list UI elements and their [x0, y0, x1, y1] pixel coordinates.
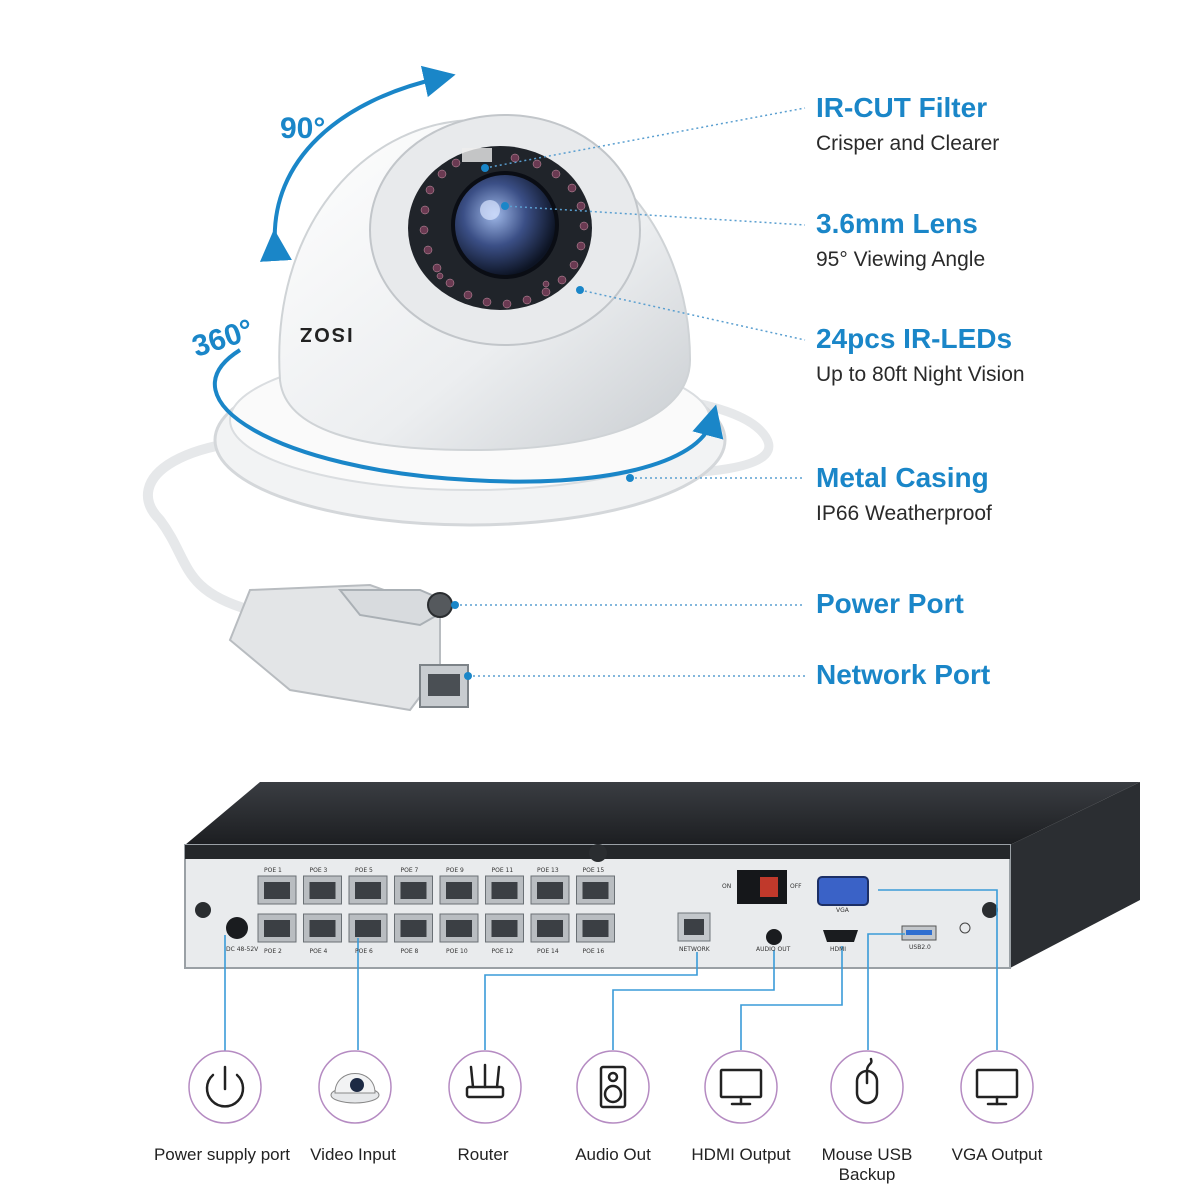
power-icon: [188, 1050, 262, 1124]
feature-title: Network Port: [816, 659, 991, 690]
poe-port-label: POE 4: [309, 948, 328, 955]
vga-label: VGA: [836, 907, 849, 914]
nvr-back-panel: [184, 844, 1011, 969]
poe-port: [439, 913, 479, 943]
port-label-router: Router: [457, 1145, 509, 1164]
poe-port: [576, 875, 615, 905]
dc-power-jack: [226, 917, 248, 939]
nvr-top-cover: [185, 782, 1140, 845]
feature-ir-leds: 24pcs IR-LEDs Up to 80ft Night Vision: [816, 323, 1025, 387]
port-connectors: [224, 889, 998, 1085]
router-icon: [448, 1050, 522, 1124]
poe-port-label: POE 16: [582, 948, 605, 955]
vga-port: [817, 876, 869, 906]
switch-off-label: OFF: [790, 883, 802, 890]
camera-lens: [451, 171, 559, 279]
dome-camera: [143, 65, 774, 712]
poe-port: [303, 875, 342, 905]
port-label-hdmi: HDMI Output: [691, 1145, 791, 1164]
poe-port-label: POE 1: [264, 867, 282, 874]
feature-lens: 3.6mm Lens 95° Viewing Angle: [816, 208, 985, 272]
poe-port-label: POE 12: [491, 948, 514, 955]
network-port-label: NETWORK: [679, 946, 710, 953]
poe-port-label: POE 8: [400, 948, 419, 955]
poe-port-label: POE 14: [537, 948, 559, 955]
poe-port: [348, 875, 388, 905]
switch-on-label: ON: [722, 883, 732, 890]
feature-title: Power Port: [816, 588, 964, 619]
camera-brand-logo: ISOZ: [298, 323, 353, 345]
poe-port-label: POE 10: [446, 948, 468, 955]
poe-port: [303, 913, 342, 943]
dc-input-label: DC 48-52V: [226, 946, 259, 953]
dome-camera-icon: [318, 1050, 392, 1124]
nvr-recorder: [184, 782, 1140, 969]
cable-connectors: [228, 583, 469, 712]
monitor-icon: [960, 1050, 1034, 1124]
feature-title: Metal Casing: [816, 462, 989, 493]
poe-port-label: POE 6: [355, 948, 373, 955]
poe-port: [394, 875, 433, 905]
poe-port-label: POE 9: [446, 867, 464, 874]
feature-title: 3.6mm Lens: [816, 208, 978, 239]
port-label-mouse: Mouse USB Backup: [821, 1145, 913, 1184]
poe-port: [485, 913, 524, 943]
audio-jack: [766, 929, 782, 945]
poe-port-label: POE 11: [491, 867, 514, 874]
port-label-vga: VGA Output: [951, 1145, 1043, 1164]
poe-port-label: POE 2: [264, 948, 282, 955]
tilt-arrow: [259, 65, 456, 262]
mouse-icon: [830, 1050, 904, 1124]
feature-ir-cut: IR-CUT Filter Crisper and Clearer: [816, 92, 999, 156]
port-icon-row: [188, 1050, 1034, 1124]
port-label-video: Video Input: [310, 1145, 396, 1164]
feature-network-port: Network Port: [816, 659, 990, 691]
poe-port: [485, 875, 524, 905]
usb-label: USB2.0: [909, 944, 931, 951]
dc-socket: [427, 592, 453, 618]
poe-port: [348, 913, 388, 943]
port-label-power: Power supply port: [153, 1145, 291, 1164]
poe-port: [394, 913, 433, 943]
leader-dots: [451, 164, 634, 680]
feature-subtitle: Crisper and Clearer: [816, 132, 1000, 155]
feature-subtitle: Up to 80ft Night Vision: [816, 363, 1025, 386]
port-label-audio: Audio Out: [575, 1145, 651, 1164]
poe-port-label: POE 7: [400, 867, 419, 874]
monitor-icon: [704, 1050, 778, 1124]
poe-port: [576, 913, 615, 943]
tilt-angle-label: 90°: [280, 112, 326, 145]
hdmi-port: [823, 930, 858, 942]
poe-port: [257, 875, 297, 905]
hdmi-label: HDMI: [830, 946, 847, 953]
poe-port-grid: [257, 875, 615, 943]
poe-port: [439, 875, 479, 905]
speaker-icon: [576, 1050, 650, 1124]
feature-power-port: Power Port: [816, 588, 964, 620]
feature-subtitle: IP66 Weatherproof: [816, 502, 992, 525]
feature-title: 24pcs IR-LEDs: [816, 323, 1013, 354]
feature-metal-casing: Metal Casing IP66 Weatherproof: [816, 462, 992, 526]
audio-out-label: AUDIO OUT: [756, 946, 791, 953]
poe-port-label: POE 3: [309, 867, 328, 874]
feature-title: IR-CUT Filter: [816, 92, 988, 123]
poe-port-label: POE 13: [537, 867, 559, 874]
poe-port-label: POE 5: [355, 867, 373, 874]
poe-port-label: POE 15: [582, 867, 605, 874]
feature-leaders: [455, 107, 806, 677]
feature-subtitle: 95° Viewing Angle: [816, 248, 986, 271]
poe-port: [530, 875, 570, 905]
poe-port: [530, 913, 570, 943]
poe-port: [257, 913, 297, 943]
pan-arrow: [213, 348, 724, 484]
